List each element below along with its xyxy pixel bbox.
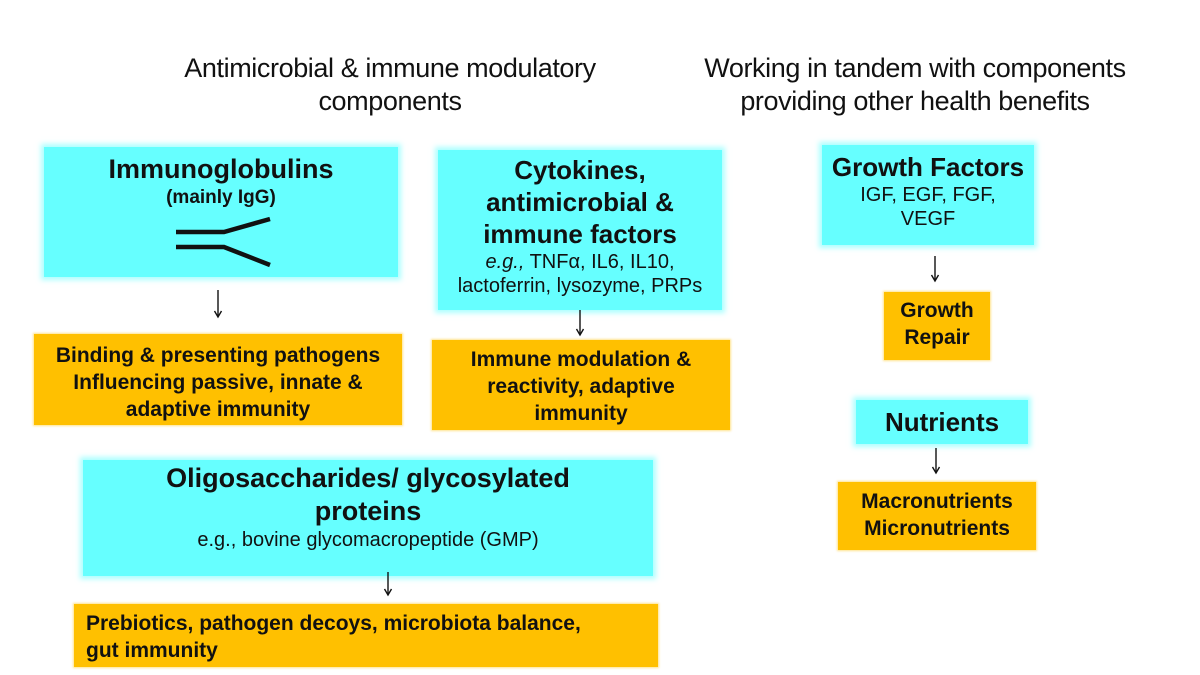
heading-line: Working in tandem with components (704, 53, 1126, 83)
antibody-icon (176, 216, 271, 268)
immunoglobulins-effect-box: Binding & presenting pathogens Influenci… (34, 334, 402, 425)
arrow-down-icon (213, 290, 223, 319)
effect-line: Macronutrients (861, 490, 1013, 513)
effect-line: Micronutrients (864, 517, 1010, 540)
growth-factors-title: Growth Factors (831, 152, 1025, 182)
oligosaccharides-title-line: Oligosaccharides/ glycosylated (166, 463, 570, 493)
cytokines-box: Cytokines, antimicrobial & immune factor… (438, 150, 722, 310)
immunoglobulins-title: Immunoglobulins (108, 154, 334, 184)
examples-line: IGF, EGF, FGF, (860, 184, 996, 206)
effect-line: adaptive immunity (125, 398, 311, 421)
effect-line: Repair (904, 326, 970, 349)
examples-line: lactoferrin, lysozyme, PRPs (457, 275, 703, 297)
effect-line: immunity (534, 402, 628, 425)
heading-antimicrobial-components: Antimicrobial & immune modulatory compon… (135, 52, 645, 118)
growth-factors-effect-box: Growth Repair (884, 292, 990, 360)
arrow-down-icon (930, 256, 940, 283)
immunoglobulins-box: Immunoglobulins (mainly IgG) (44, 147, 398, 277)
effect-line: Binding & presenting pathogens (55, 344, 381, 367)
examples-prefix: e.g., (485, 251, 525, 273)
examples-line: TNFα, IL6, IL10, (524, 251, 675, 273)
arrow-down-icon (575, 310, 585, 337)
effect-line: Growth (900, 299, 974, 322)
cytokines-title-line: immune factors (483, 219, 677, 249)
growth-factors-box: Growth Factors IGF, EGF, FGF, VEGF (822, 145, 1034, 245)
effect-line: reactivity, adaptive (487, 375, 675, 398)
arrow-down-icon (383, 572, 393, 597)
effect-line: Prebiotics, pathogen decoys, microbiota … (86, 612, 581, 635)
nutrients-box: Nutrients (856, 400, 1028, 444)
effect-line: Immune modulation & (470, 348, 692, 371)
cytokines-title-line: antimicrobial & (486, 187, 674, 217)
effect-line: Influencing passive, innate & (73, 371, 363, 394)
oligosaccharides-examples: e.g., bovine glycomacropeptide (GMP) (197, 529, 539, 551)
nutrients-effect-box: Macronutrients Micronutrients (838, 482, 1036, 550)
heading-line: Antimicrobial & immune modulatory (184, 53, 596, 83)
heading-line: components (318, 86, 462, 116)
oligosaccharides-title-line: proteins (314, 496, 422, 526)
cytokines-title-line: Cytokines, (514, 155, 646, 185)
examples-line: VEGF (900, 208, 956, 230)
arrow-down-icon (931, 448, 941, 475)
cytokines-examples: e.g., TNFα, IL6, IL10, (438, 250, 722, 274)
immunoglobulins-subtitle: (mainly IgG) (166, 187, 276, 208)
nutrients-title: Nutrients (884, 407, 1000, 437)
heading-line: providing other health benefits (740, 86, 1090, 116)
oligosaccharides-effect-box: Prebiotics, pathogen decoys, microbiota … (74, 604, 658, 667)
oligosaccharides-box: Oligosaccharides/ glycosylated proteins … (83, 460, 653, 576)
effect-line: gut immunity (86, 639, 218, 662)
heading-other-benefits: Working in tandem with components provid… (660, 52, 1170, 118)
cytokines-effect-box: Immune modulation & reactivity, adaptive… (432, 340, 730, 430)
